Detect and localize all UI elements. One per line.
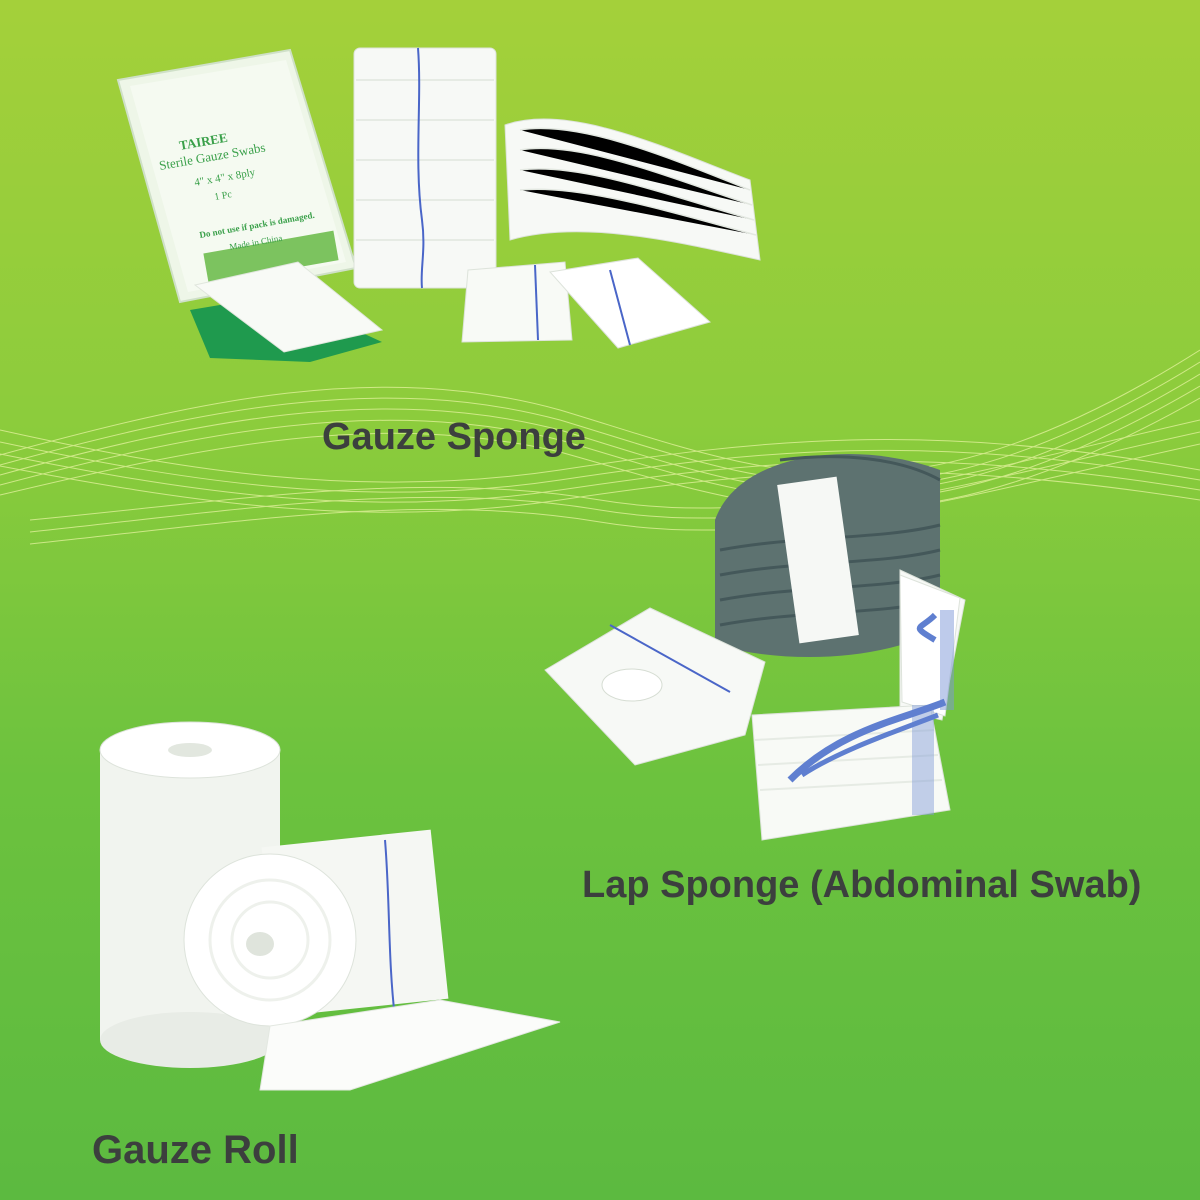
lap-sponge-label: Lap Sponge (Abdominal Swab): [582, 864, 1142, 906]
package-count: 1 Pc: [214, 189, 234, 203]
gauze-roll-label: Gauze Roll: [92, 1128, 299, 1172]
gauze-sponge-photo: TAIREE Sterile Gauze Swabs 4" x 4" x 8pl…: [110, 40, 790, 380]
gauze-sponge-label: Gauze Sponge: [322, 416, 586, 458]
gauze-roll-photo: [90, 700, 570, 1100]
lap-sponge-photo: [540, 430, 970, 850]
